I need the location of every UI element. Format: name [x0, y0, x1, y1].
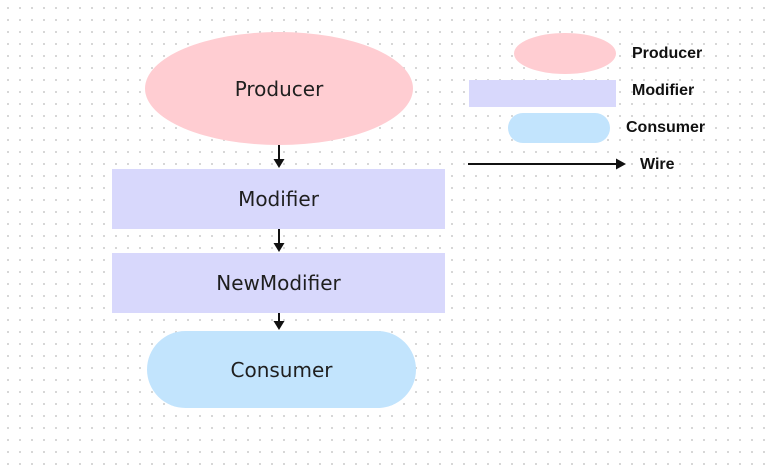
legend-consumer-swatch	[508, 113, 610, 143]
producer-node-label: Producer	[234, 76, 324, 101]
modifier-node[interactable]: Modifier	[112, 169, 445, 229]
legend-producer-label: Producer	[632, 45, 703, 62]
producer-node[interactable]: Producer	[145, 32, 413, 145]
legend-consumer-label: Consumer	[626, 119, 706, 136]
legend-modifier-swatch	[469, 80, 616, 107]
new-modifier-node-label: NewModifier	[216, 271, 341, 295]
wire-producer-to-modifier[interactable]	[273, 145, 285, 168]
new-modifier-node[interactable]: NewModifier	[112, 253, 445, 313]
consumer-node-label: Consumer	[230, 357, 333, 382]
wire-modifier-to-newmodifier[interactable]	[273, 229, 285, 252]
wire-newmodifier-to-consumer[interactable]	[273, 313, 285, 330]
modifier-node-label: Modifier	[238, 187, 319, 211]
legend-wire-label: Wire	[640, 156, 675, 173]
consumer-node[interactable]: Consumer	[147, 331, 416, 408]
legend-wire-arrow	[468, 158, 626, 170]
legend-modifier-label: Modifier	[632, 82, 695, 99]
legend-producer-swatch	[514, 33, 616, 74]
